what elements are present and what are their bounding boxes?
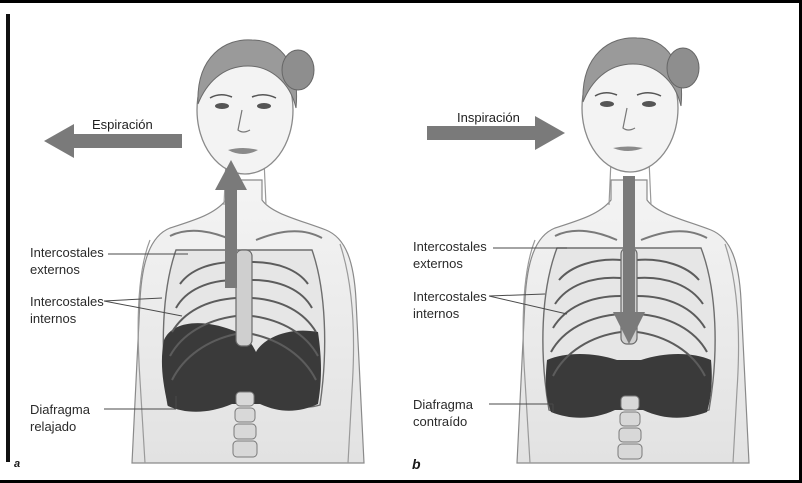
- expiration-label: Espiración: [92, 117, 153, 132]
- external-intercostals-line2-a: externos: [30, 261, 104, 278]
- eye-left: [215, 103, 229, 109]
- external-intercostals-line1-a: Intercostales: [30, 244, 104, 261]
- diaphragm-line2-a: relajado: [30, 418, 90, 435]
- internal-intercostals-label-b: Intercostales internos: [413, 288, 487, 322]
- internal-intercostals-line2-b: internos: [413, 305, 487, 322]
- spine: [233, 392, 257, 457]
- diaphragm-label-a: Diafragma relajado: [30, 401, 90, 435]
- hair-bun: [667, 48, 699, 88]
- internal-intercostals-line2-a: internos: [30, 310, 104, 327]
- internal-intercostals-label-a: Intercostales internos: [30, 293, 104, 327]
- diaphragm-line1-b: Diafragma: [413, 396, 473, 413]
- diaphragm-line2-b: contraído: [413, 413, 473, 430]
- internal-intercostals-line1-a: Intercostales: [30, 293, 104, 310]
- external-intercostals-label-a: Intercostales externos: [30, 244, 104, 278]
- eye-right: [257, 103, 271, 109]
- sternum: [236, 250, 252, 346]
- internal-intercostals-line1-b: Intercostales: [413, 288, 487, 305]
- external-intercostals-line1-b: Intercostales: [413, 238, 487, 255]
- diaphragm-label-b: Diafragma contraído: [413, 396, 473, 430]
- hair-bun: [282, 50, 314, 90]
- inspiration-label: Inspiración: [457, 110, 520, 125]
- external-intercostals-line2-b: externos: [413, 255, 487, 272]
- panel-letter-a: a: [14, 458, 20, 470]
- eye-left: [600, 101, 614, 107]
- panel-letter-b: b: [412, 456, 421, 472]
- diaphragm-line1-a: Diafragma: [30, 401, 90, 418]
- external-intercostals-label-b: Intercostales externos: [413, 238, 487, 272]
- eye-right: [642, 101, 656, 107]
